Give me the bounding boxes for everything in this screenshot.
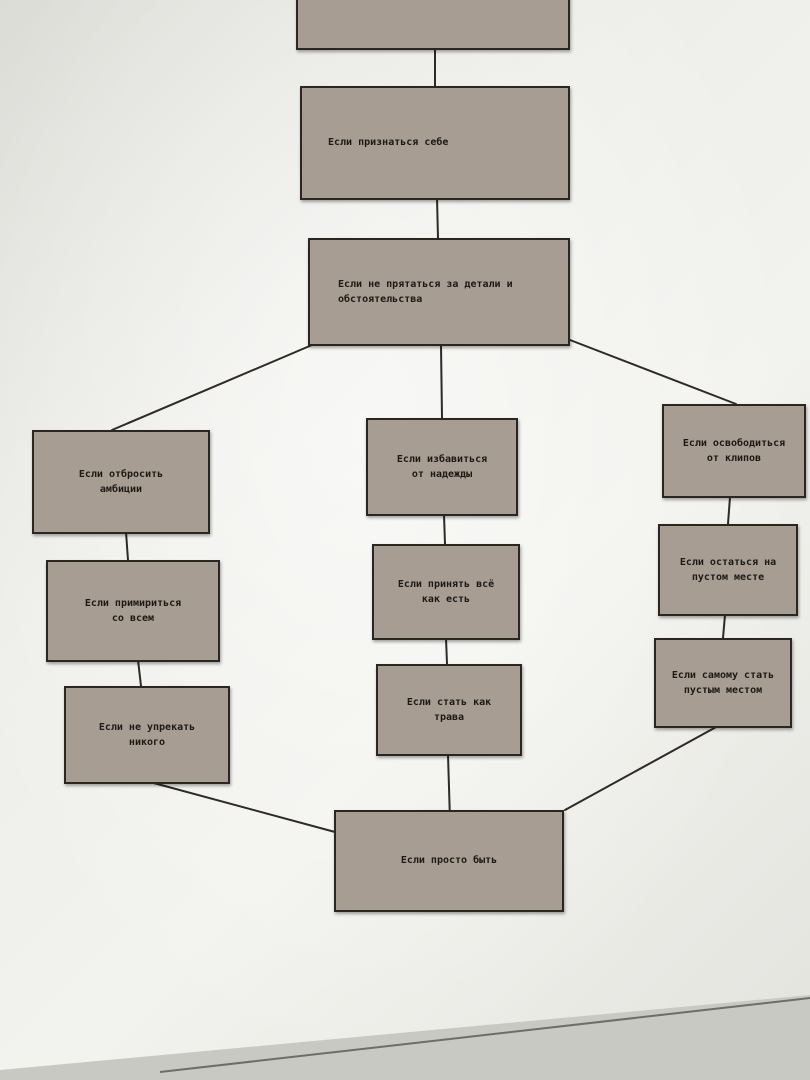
connector-right2-right3 [722,614,726,639]
node-right-3-label: Если самому стать пустым местом [671,669,775,697]
node-mid-3-label: Если стать как трава [406,696,492,724]
node-left-2: Если примириться со всем [46,560,220,662]
connector-n2-mid1 [440,344,443,419]
node-mid-2-label: Если принять всё как есть [397,578,495,606]
connector-n2-left1 [111,344,313,431]
connector-left3-bottom [149,781,336,833]
node-top-partial [296,0,570,50]
node-right-1: Если освободиться от клипов [662,404,806,498]
node-right-1-label: Если освободиться от клипов [682,437,786,465]
node-admit-to-self-label: Если признаться себе [328,137,449,149]
node-just-be: Если просто быть [334,810,564,912]
node-admit-to-self: Если признаться себе [300,86,570,200]
connector-mid1-mid2 [443,514,446,545]
connector-right1-right2 [727,496,731,525]
node-mid-1-label: Если избавиться от надежды [396,453,488,481]
node-left-1: Если отбросить амбиции [32,430,210,534]
connector-mid2-mid3 [445,637,448,665]
floor-shadow [0,995,810,1080]
connector-left2-left3 [137,659,142,687]
node-mid-2: Если принять всё как есть [372,544,520,640]
node-mid-1: Если избавиться от надежды [366,418,518,516]
node-left-1-label: Если отбросить амбиции [78,468,164,496]
baseboard-edge [159,997,810,1073]
node-mid-3: Если стать как трава [376,664,522,756]
connector-mid3-bottom [447,754,451,821]
node-no-hiding-label: Если не прятаться за детали и обстоятель… [338,278,513,306]
node-right-2-label: Если остаться на пустом месте [679,556,777,584]
node-left-3-label: Если не упрекать никого [98,721,196,749]
node-right-3: Если самому стать пустым местом [654,638,792,728]
node-right-2: Если остаться на пустом месте [658,524,798,616]
connector-right3-bottom [564,725,719,811]
connector-n1-n2 [436,197,439,239]
node-just-be-label: Если просто быть [400,855,498,867]
connector-n2-right1 [569,339,737,405]
node-left-2-label: Если примириться со всем [84,597,182,625]
connector-left1-left2 [125,531,129,561]
node-no-hiding: Если не прятаться за детали и обстоятель… [308,238,570,346]
node-left-3: Если не упрекать никого [64,686,230,784]
